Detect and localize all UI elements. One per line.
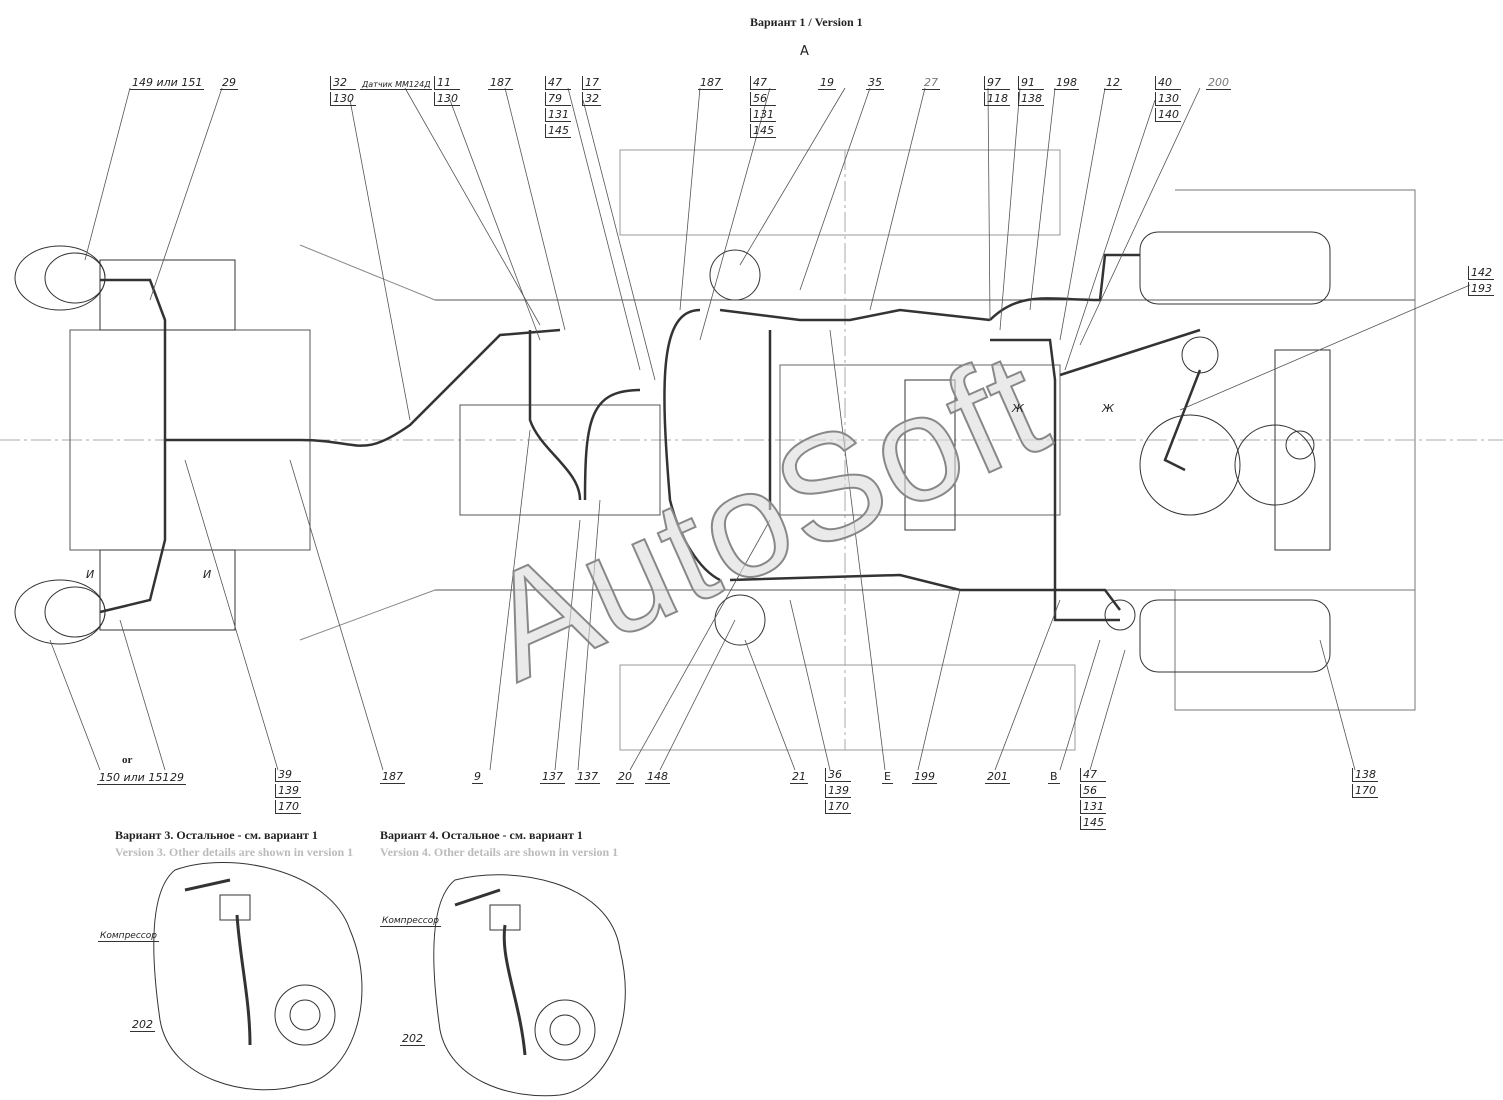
front-axle <box>14 245 311 645</box>
part-label: 202 <box>400 1032 425 1046</box>
callout: 149 или 151 <box>130 76 205 90</box>
section-mark: Ж <box>1012 402 1024 415</box>
compressor-label: Компрессор <box>98 931 159 942</box>
callout: 29 <box>220 76 238 90</box>
variant3-inset-drawing <box>153 862 363 1091</box>
section-mark: И <box>203 568 212 581</box>
variant3-title: Вариант 3. Остальное - см. вариант 1 <box>115 828 318 842</box>
callout: 9 <box>472 770 483 784</box>
air-tanks <box>1139 231 1331 673</box>
variant4-title: Вариант 4. Остальное - см. вариант 1 <box>380 828 583 842</box>
callout: 29 <box>168 771 186 785</box>
callout-or: or <box>122 754 133 766</box>
callout: В <box>1048 770 1060 784</box>
variant4-inset-drawing <box>433 874 626 1097</box>
diagram-title: Вариант 1 / Version 1 <box>750 15 863 29</box>
callout: Е <box>882 770 893 784</box>
frame <box>0 149 1503 751</box>
callout: 35 <box>866 76 884 90</box>
callout: 198 <box>1054 76 1079 90</box>
part-label: 202 <box>130 1018 155 1032</box>
callout: 187 <box>698 76 723 90</box>
callout: 200 <box>1206 76 1231 90</box>
callout: 27 <box>922 76 940 90</box>
section-mark: Ж <box>1102 402 1114 415</box>
callout-sensor: Датчик ММ124Д <box>360 80 433 90</box>
section-mark: И <box>86 568 95 581</box>
variant4-title-en: Version 4. Other details are shown in ve… <box>380 845 619 859</box>
variant3-title-en: Version 3. Other details are shown in ve… <box>115 845 354 859</box>
callout: 20 <box>616 770 634 784</box>
callout: 21 <box>790 770 808 784</box>
compressor-label: Компрессор <box>380 916 441 927</box>
callout: 19 <box>818 76 836 90</box>
callout: 199 <box>912 770 937 784</box>
view-label: А <box>800 44 809 59</box>
callout: 187 <box>380 770 405 784</box>
callout: 150 или 151 <box>97 771 172 785</box>
engine <box>459 364 1061 531</box>
callout: 137 <box>575 770 600 784</box>
callout: 187 <box>488 76 513 90</box>
callout: 201 <box>985 770 1010 784</box>
callout: 148 <box>645 770 670 784</box>
callout-leaders <box>49 87 1471 771</box>
callout: 137 <box>540 770 565 784</box>
callout: 12 <box>1104 76 1122 90</box>
